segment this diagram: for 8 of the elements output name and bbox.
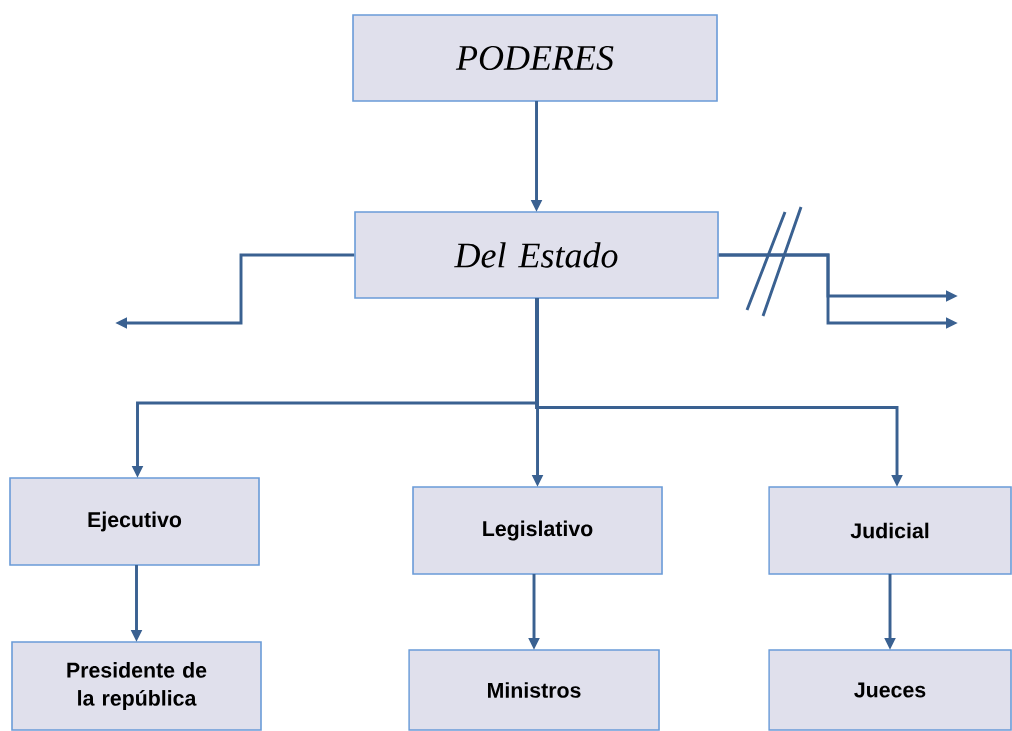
box: Judicial: [768, 486, 1012, 575]
box: Legislativo: [412, 486, 663, 575]
box: Jueces: [768, 649, 1012, 731]
box: Ministros: [408, 649, 660, 731]
box: Presidente de la república: [11, 641, 262, 731]
box: PODERES: [352, 14, 718, 102]
box: Del Estado: [354, 211, 719, 299]
box: Ejecutivo: [9, 477, 260, 566]
